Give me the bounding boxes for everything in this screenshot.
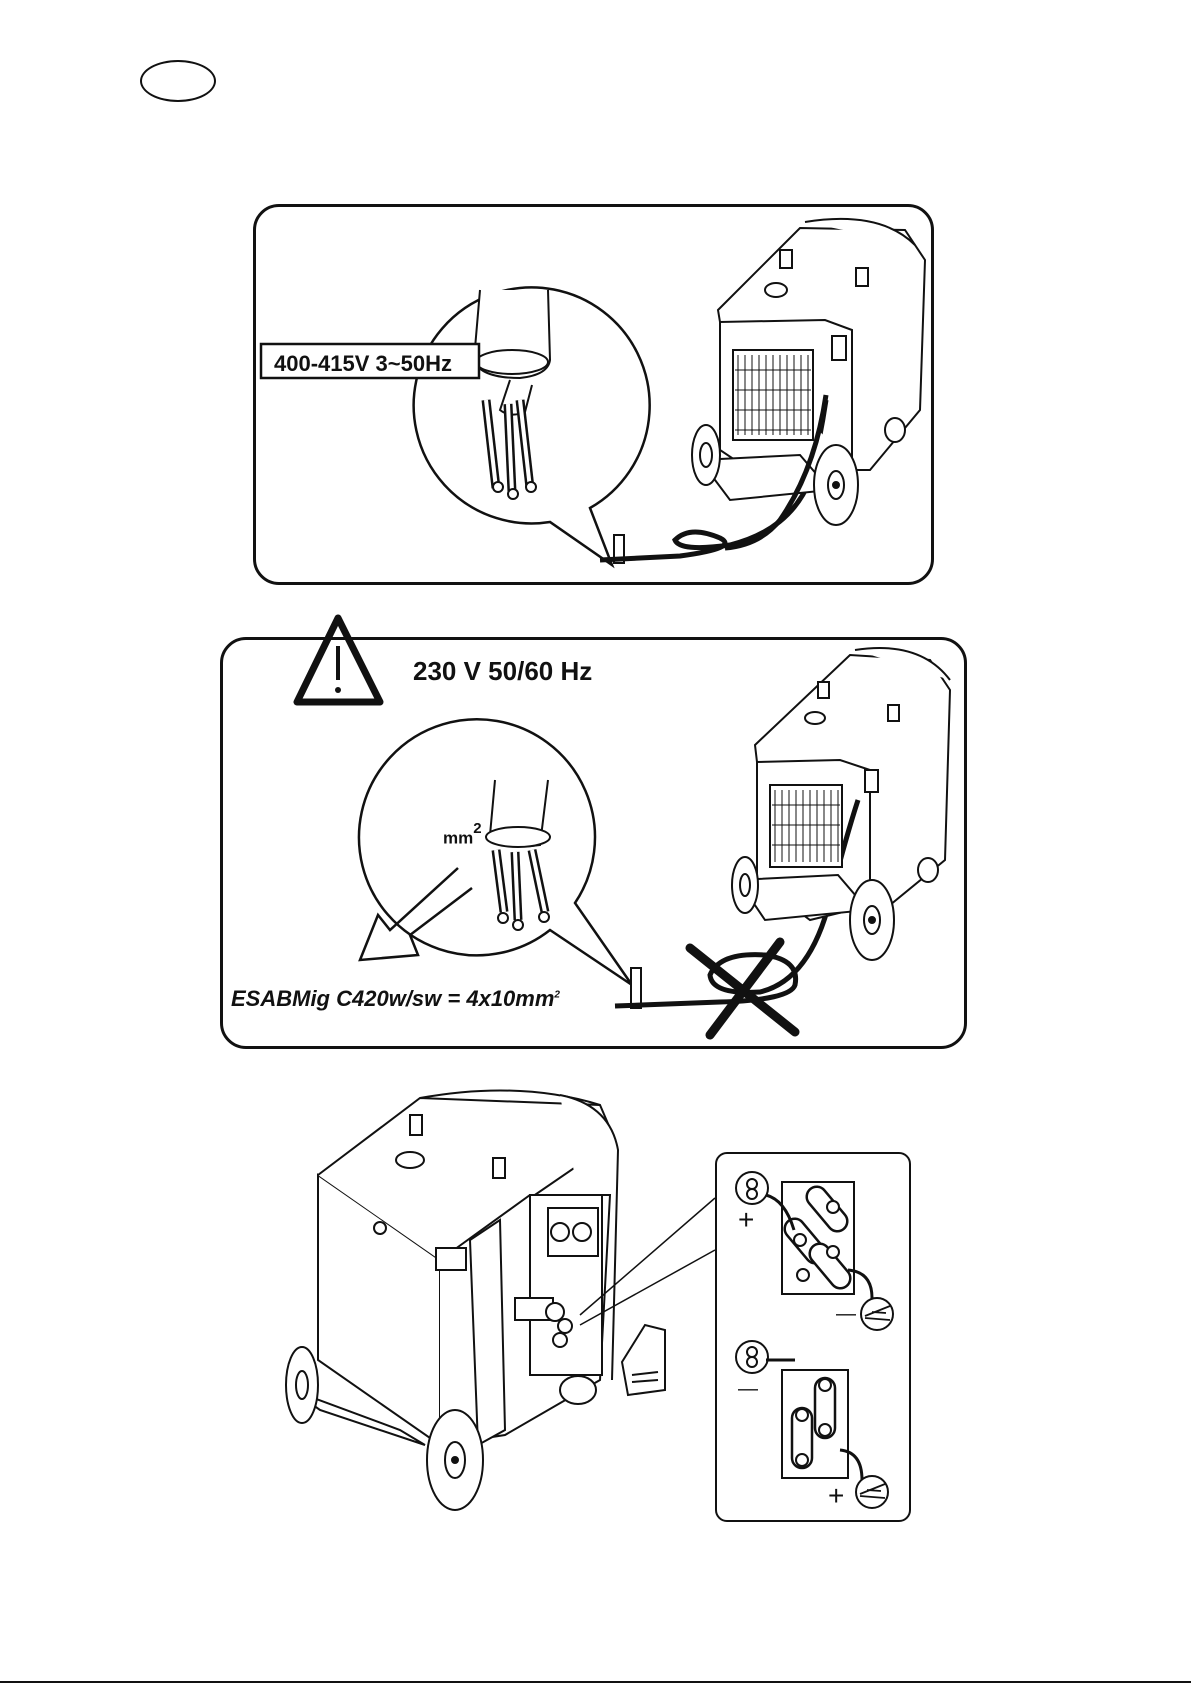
- cable-unit-sup: 2: [473, 820, 481, 837]
- cable-spec-sup: 2: [554, 990, 560, 1001]
- lower-clamp-sign: +: [828, 1480, 844, 1512]
- welding-machine-open-door: [286, 1090, 665, 1510]
- supply-1phase-label: 230 V 50/60 Hz: [413, 656, 592, 687]
- cable-unit-label: mm2: [443, 824, 482, 849]
- page-bottom-rule: [0, 1681, 1191, 1683]
- welding-machine-1: [692, 219, 925, 525]
- cable-spec-label: ESABMig C420w/sw = 4x10mm2: [231, 986, 560, 1012]
- cable-spec-text: ESABMig C420w/sw = 4x10mm: [231, 986, 554, 1011]
- lower-terminal-sign: —: [738, 1378, 758, 1401]
- cable-unit-text: mm: [443, 829, 473, 848]
- upper-terminal-sign: +: [738, 1204, 754, 1236]
- supply-3phase-label: 400-415V 3~50Hz: [274, 351, 452, 377]
- upper-clamp-sign: —: [836, 1303, 856, 1326]
